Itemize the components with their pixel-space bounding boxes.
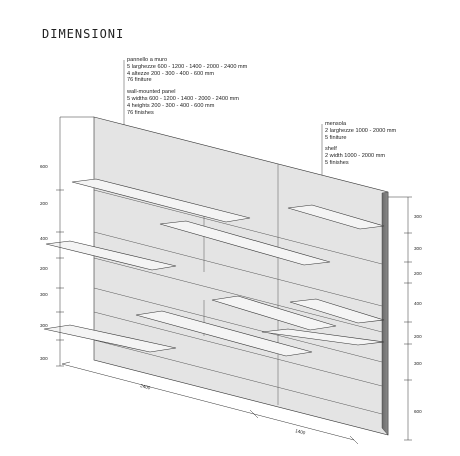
panel-note-it-2: 4 altezze 200 - 300 - 400 - 600 mm [127, 70, 215, 77]
left-dim-2: 400 [40, 236, 48, 241]
shelf-note-it-2: 5 finiture [325, 134, 347, 141]
shelf-3 [159, 220, 331, 266]
bottom-dim-1: 1400 [295, 428, 307, 435]
wall-front-face [93, 116, 389, 436]
shelf-6 [211, 295, 337, 331]
right-dim-3: 400 [414, 301, 422, 306]
bottom-dim-0: 2400 [140, 383, 152, 390]
shelf-note-en-1: 2 width 1000 - 2000 mm [325, 153, 386, 160]
panel-note-it-1: 5 larghezze 600 - 1200 - 1400 - 2000 - 2… [127, 63, 248, 70]
right-dim-2: 200 [414, 271, 422, 276]
shelf-note-it-1: 2 larghezze 1000 - 2000 mm [325, 127, 397, 134]
panel-note-en-0: wall-mounted panel [127, 89, 176, 96]
left-dim-4: 300 [40, 292, 48, 297]
shelf-8 [43, 324, 177, 353]
right-dim-1: 300 [414, 246, 422, 251]
right-dim-0: 300 [414, 214, 422, 219]
left-dimension-labels: 600 200 400 200 300 300 300 [40, 164, 48, 361]
shelf-note-en-0: shelf [325, 146, 337, 153]
left-dimension-line [56, 116, 94, 367]
right-dim-6: 600 [414, 409, 422, 414]
wall-side-face [381, 191, 389, 436]
shelf-note-en-2: 5 finishes [325, 159, 349, 166]
page-title: DIMENSIONI [42, 27, 125, 41]
shelf-9 [261, 328, 385, 346]
panel-note-en-3: 76 finishes [127, 109, 154, 116]
left-dim-0: 600 [40, 164, 48, 169]
panel-note-en-1: 5 widths 600 - 1200 - 1400 - 2000 - 2400… [127, 95, 239, 102]
panel-note-en-2: 4 heights 200 - 300 - 400 - 600 mm [127, 102, 215, 109]
right-dim-4: 200 [414, 334, 422, 339]
left-dim-5: 300 [40, 323, 48, 328]
shelf-7 [135, 310, 313, 357]
shelf-1 [71, 178, 251, 223]
shelf-4 [45, 240, 177, 271]
right-dimension-labels: 300 300 200 400 200 300 600 [414, 214, 422, 414]
panel-note-it-0: pannello a muro [127, 57, 168, 63]
panel-joints [93, 189, 383, 415]
shelf-note-it-0: mensola [325, 121, 347, 127]
right-dim-5: 300 [414, 361, 422, 366]
panel-note-it-3: 76 finiture [127, 77, 152, 84]
left-dim-3: 200 [40, 266, 48, 271]
left-dim-6: 300 [40, 356, 48, 361]
shelves [43, 178, 385, 357]
right-dimension-line [388, 196, 412, 441]
shelf-note: mensola 2 larghezze 1000 - 2000 mm 5 fin… [325, 121, 396, 167]
panel-note: pannello a muro 5 larghezze 600 - 1200 -… [127, 57, 247, 116]
shelf-5 [289, 298, 385, 324]
left-dim-1: 200 [40, 201, 48, 206]
shelf-2 [287, 204, 385, 230]
bottom-dimension-lines [61, 361, 359, 445]
